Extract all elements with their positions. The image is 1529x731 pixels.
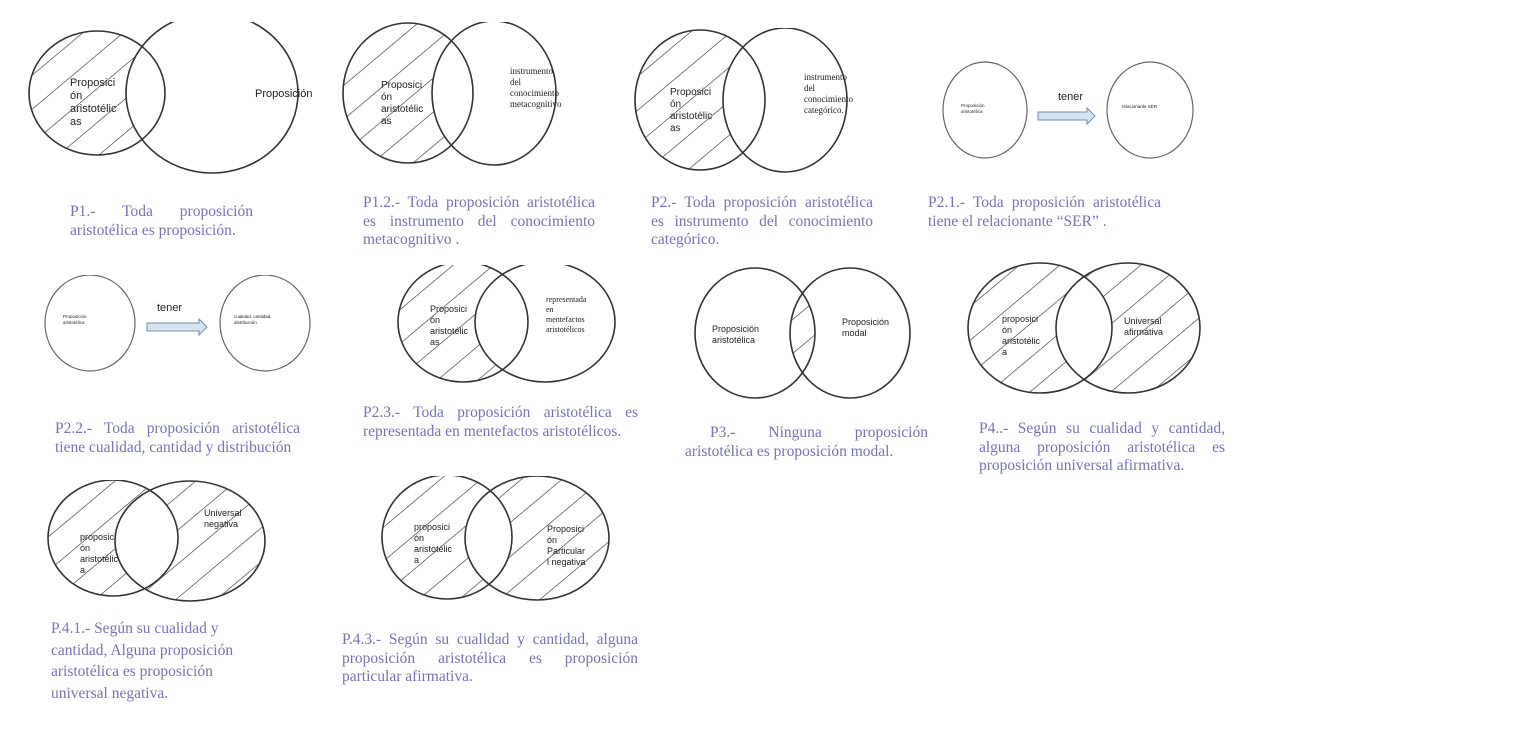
right-set-circle <box>722 28 848 173</box>
left-set-circle <box>967 262 1113 394</box>
right-set-label: relacionante SER <box>1122 104 1158 109</box>
right-set-circle <box>1106 61 1194 159</box>
right-set-circle <box>1055 262 1201 394</box>
left-set-circle <box>381 476 513 600</box>
left-set-circle <box>28 30 166 156</box>
caption-p3: P3.- Ninguna proposición aristotélica es… <box>685 424 928 460</box>
left-set-circle <box>694 267 816 399</box>
arrow-label: tener <box>1058 91 1083 103</box>
left-set-circle <box>342 22 474 164</box>
caption-p4-1: P.4.1.- Según su cualidad y cantidad, Al… <box>51 620 234 702</box>
caption-p2-3: P2.3.- Toda proposición aristotélica es … <box>363 404 638 440</box>
caption-p2-1: P2.1.- Toda proposición aristotélica tie… <box>928 194 1161 230</box>
left-set-circle <box>44 275 136 372</box>
caption-p2: P2.- Toda proposición aristotélica es in… <box>651 194 873 248</box>
caption-p4-3: P.4.3.- Según su cualidad y cantidad, al… <box>342 631 638 685</box>
left-set-circle <box>634 29 766 171</box>
caption-p2-2: P2.2.- Toda proposición aristotélica tie… <box>55 420 300 456</box>
right-set-label: cualidad, cantidad,distribución <box>234 314 272 325</box>
caption-p1: P1.- Toda proposición aristotélica es pr… <box>70 203 253 239</box>
arrow-right-icon <box>1037 106 1096 126</box>
right-set-circle <box>431 22 557 166</box>
right-set-circle <box>114 480 266 602</box>
right-set-circle <box>789 267 911 399</box>
caption-p4: P4..- Según su cualidad y cantidad, algu… <box>979 420 1225 474</box>
caption-p1-2: P1.2.- Toda proposición aristotélica es … <box>363 194 595 248</box>
right-set-circle <box>474 265 616 383</box>
right-set-circle <box>125 22 299 174</box>
left-set-circle <box>942 61 1028 159</box>
right-set-circle <box>219 275 311 372</box>
arrow-label: tener <box>157 302 182 314</box>
left-set-circle <box>397 265 529 383</box>
arrow-right-icon <box>146 317 208 337</box>
right-set-circle <box>464 476 610 601</box>
left-set-circle <box>47 480 179 597</box>
right-set-label: Proposición <box>255 88 312 100</box>
